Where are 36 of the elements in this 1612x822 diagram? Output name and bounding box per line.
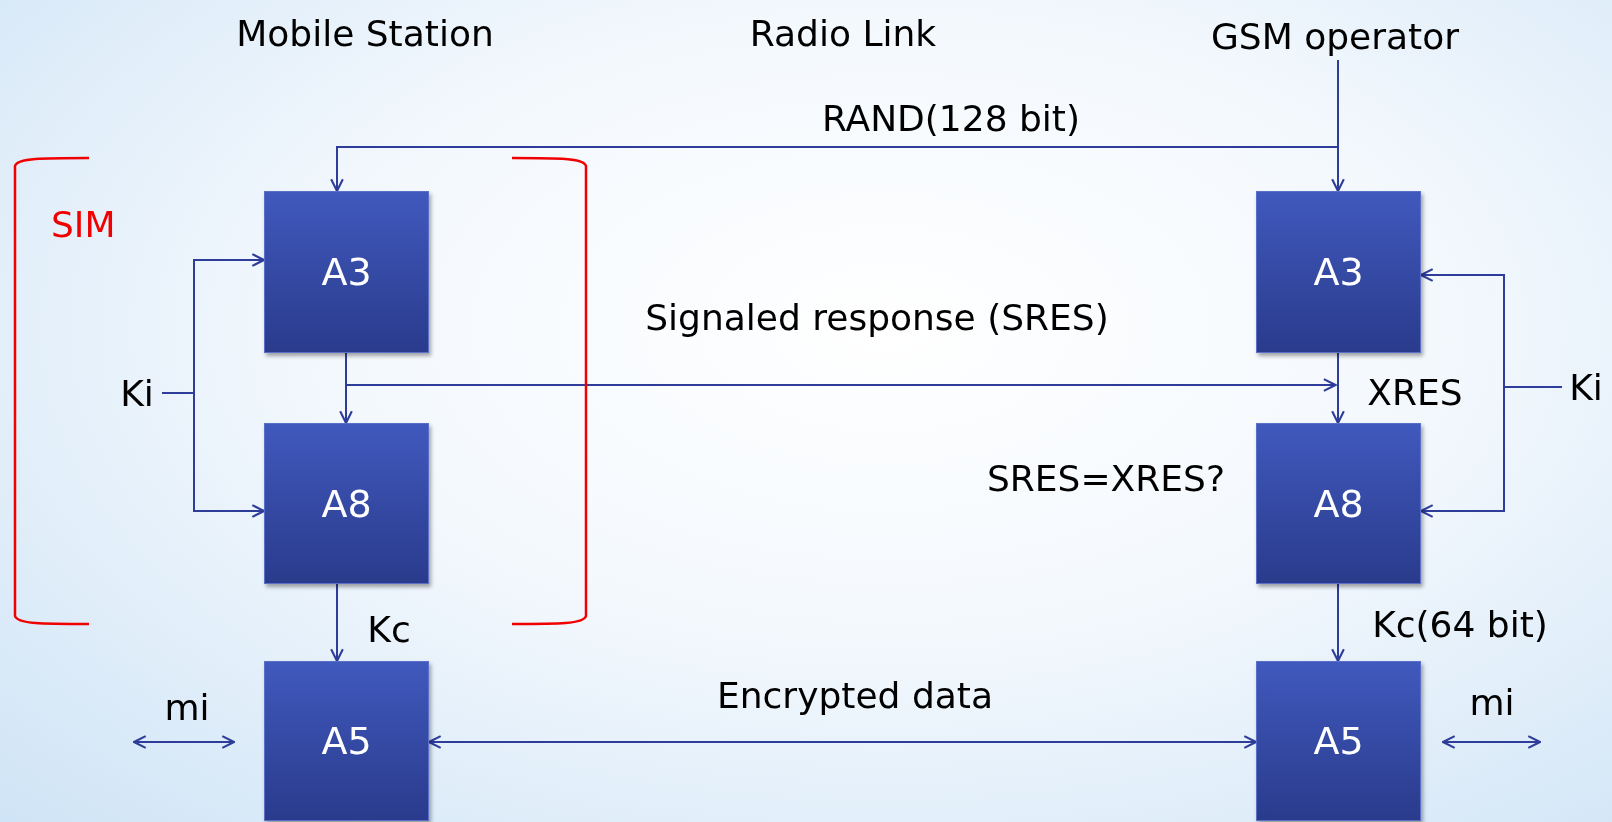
algorithm-name: A8 [1313, 481, 1364, 526]
edge-label: Kc(64 bit) [1372, 603, 1548, 645]
arrow [132, 735, 236, 749]
edge-label: Signaled response (SRES) [645, 296, 1109, 338]
arrow [161, 392, 266, 518]
algorithm-box [1256, 661, 1421, 821]
column-heading: Mobile Station [236, 12, 494, 54]
node-label: Ki [1569, 366, 1603, 408]
edge-label: XRES [1367, 371, 1463, 413]
algorithm-name: A5 [321, 719, 372, 763]
algorithm-box [1256, 191, 1421, 353]
algorithm-name: A3 [321, 250, 372, 294]
column-heading: Radio Link [749, 12, 937, 54]
algorithm-name: A3 [1313, 250, 1364, 294]
node-label: Ki [120, 372, 154, 414]
algorithm-name: A5 [1313, 719, 1364, 763]
arrow [1441, 735, 1542, 749]
arrow [330, 583, 344, 663]
edge-label: mi [164, 686, 210, 728]
edge-label: Encrypted data [717, 674, 993, 716]
edge-label: RAND(128 bit) [822, 97, 1080, 139]
algorithm-box [1256, 423, 1421, 584]
arrow [427, 735, 1258, 749]
algorithm-name: A8 [321, 481, 372, 526]
comparison-note: SRES=XRES? [987, 457, 1225, 499]
algorithm-box [264, 661, 429, 821]
sim-label: SIM [51, 204, 116, 245]
arrow [1419, 386, 1563, 518]
arrow [330, 59, 1339, 193]
edge-label: mi [1469, 681, 1515, 723]
algorithm-box [264, 423, 429, 584]
arrow [1331, 352, 1345, 425]
node-label: GSM operator [1210, 15, 1460, 57]
algorithm-box [264, 191, 429, 353]
arrow [1331, 583, 1345, 663]
edge-label: Kc [367, 608, 411, 650]
